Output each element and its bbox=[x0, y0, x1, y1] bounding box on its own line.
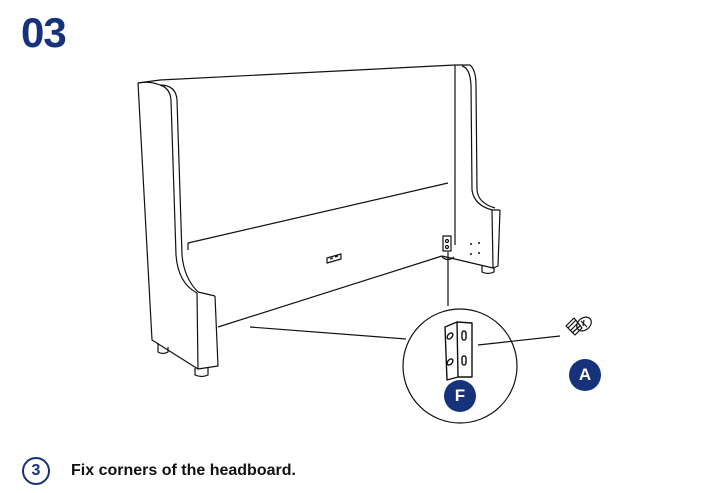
leader-line-rail bbox=[249, 326, 407, 340]
right-foot bbox=[481, 266, 495, 275]
screw-a-icon bbox=[565, 316, 592, 336]
instruction: 3 Fix corners of the headboard. bbox=[22, 457, 296, 485]
right-post-front bbox=[491, 209, 501, 269]
rail-top bbox=[187, 182, 449, 244]
instruction-text: Fix corners of the headboard. bbox=[71, 462, 296, 479]
left-front-foot bbox=[194, 368, 209, 378]
bracket-f-icon bbox=[444, 321, 473, 381]
left-post bbox=[137, 82, 199, 370]
headboard-top-edge bbox=[137, 64, 470, 84]
step-number: 03 bbox=[21, 9, 67, 56]
detail-circle bbox=[402, 308, 518, 424]
part-label-f: F bbox=[444, 380, 476, 412]
part-label-a: A bbox=[569, 359, 601, 391]
pre-drilled-holes bbox=[470, 242, 480, 255]
rail-bottom bbox=[217, 255, 443, 328]
left-foot bbox=[157, 343, 169, 355]
left-post-front bbox=[196, 292, 219, 370]
instruction-number-badge: 3 bbox=[22, 457, 50, 485]
leader-line-screw bbox=[477, 335, 561, 346]
center-bracket bbox=[326, 253, 342, 264]
installed-corner-bracket bbox=[442, 235, 452, 252]
